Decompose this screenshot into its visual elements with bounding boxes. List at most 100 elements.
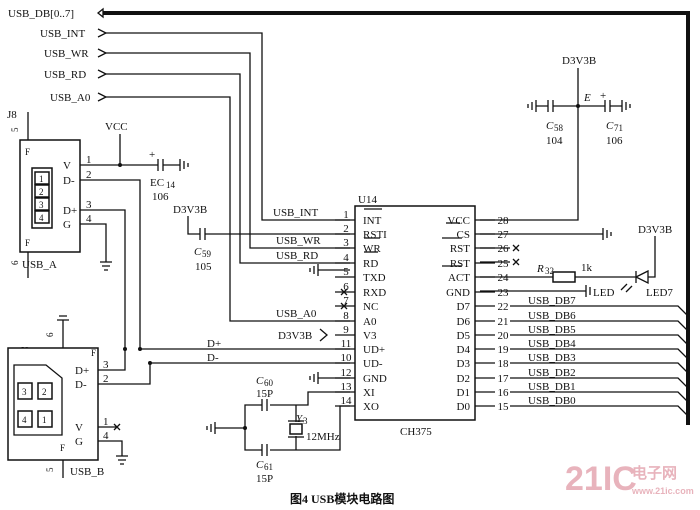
chip-left-pin-name: A0 [363, 316, 377, 328]
vcc-wire [480, 68, 579, 221]
chip-right-pin-number: 23 [498, 287, 510, 299]
chip-right-pin-name: D2 [457, 373, 470, 385]
svg-text:+: + [149, 149, 155, 161]
j9-pin-number: 4 [103, 430, 109, 442]
chip-right-pin-number: 19 [498, 344, 510, 356]
chip-left-pin-number: 1 [343, 209, 349, 221]
j9-slot [37, 410, 53, 428]
led-gnd-icon [480, 285, 591, 297]
svg-text:F: F [25, 147, 30, 157]
crystal-y3 [289, 423, 303, 435]
j8-slot [34, 197, 50, 211]
rxd-nc-icon [340, 288, 348, 296]
svg-text:6: 6 [45, 332, 55, 337]
data-bus-lines: USB_DB7USB_DB6USB_DB5USB_DB4USB_DB3USB_D… [510, 295, 689, 417]
c59-value: 105 [195, 261, 212, 273]
chip-right-pin-name: D0 [457, 401, 471, 413]
j9-top-ground-icon [57, 315, 69, 348]
j8-slot-number: 1 [39, 174, 44, 184]
d3v3b-pin9-port-icon [319, 328, 328, 342]
j8-slot [34, 171, 50, 185]
chip-right-pin-number: 26 [498, 243, 510, 255]
usb-int-label: USB_INT [40, 28, 86, 40]
data-bus-net-label: USB_DB0 [528, 395, 576, 407]
xo-wire [296, 405, 350, 451]
svg-text:C: C [606, 120, 614, 132]
svg-text:+: + [600, 90, 606, 102]
c71-capacitor [578, 100, 631, 112]
chip-right-pin-name: ACT [448, 272, 470, 284]
usb-wr-label: USB_WR [44, 48, 89, 60]
cs-ground-icon [480, 228, 612, 240]
chip-body [354, 205, 476, 421]
data-bus-wire [510, 320, 689, 332]
svg-text:E: E [583, 92, 591, 104]
watermark-logo: 21IC [565, 460, 637, 498]
j9-ground-icon [98, 440, 128, 465]
usb-db-bus-label: USB_DB[0..7] [8, 8, 74, 20]
usb-a0-label: USB_A0 [50, 92, 91, 104]
svg-text:32: 32 [545, 266, 554, 276]
dplus-net-label: D+ [207, 338, 221, 350]
chip-right-pins: 28VCC27CS26RST25RST24ACT23GND22D721D620D… [446, 215, 509, 413]
chip-left-pin-number: 6 [343, 281, 349, 293]
chip-left-pin-number: 13 [341, 381, 353, 393]
j9-pin-number: 1 [103, 416, 109, 428]
net-usb-rd: USB_RD [276, 250, 318, 262]
chip-left-pin-number: 3 [343, 237, 349, 249]
usb-wr-port-icon [97, 48, 108, 58]
chip-ref: U14 [358, 194, 377, 206]
chip-left-pin-name: WR [363, 243, 381, 255]
usb-wr-wire [106, 52, 350, 249]
chip-right-pin-number: 24 [498, 272, 510, 284]
j9-slot-number: 4 [22, 415, 27, 425]
chip-left-pin-name: RXD [363, 287, 386, 299]
svg-text:71: 71 [614, 123, 623, 133]
j9-slot-number: 1 [42, 415, 47, 425]
chip-right-pin-name: CS [457, 229, 470, 241]
chip-left-pin-name: UD+ [363, 344, 385, 356]
chip-left-pin-number: 4 [343, 252, 349, 264]
chip-left-pin-name: INT [363, 215, 382, 227]
usb-db-port-icon [96, 7, 104, 19]
data-bus-net-label: USB_DB6 [528, 310, 576, 322]
c60-value: 15P [256, 388, 273, 400]
data-bus-wire [510, 305, 689, 317]
svg-text:60: 60 [264, 378, 274, 388]
chip-right-pin-name: D6 [457, 316, 471, 328]
j8-slot-number: 4 [39, 213, 44, 223]
chip-left-pin-number: 14 [341, 395, 353, 407]
crystal-section: Y 3 12MHz C 60 15P C 61 15P [206, 375, 350, 485]
r32-resistor [552, 271, 576, 283]
j8-name: USB_A [22, 259, 57, 271]
svg-text:61: 61 [264, 462, 273, 472]
j9-slot [37, 382, 53, 400]
led7-diode-icon [634, 269, 649, 285]
usb-a0-port-icon [97, 92, 108, 102]
c59-capacitor: D3V3B C 59 105 [173, 204, 350, 273]
data-bus-wire [510, 377, 689, 389]
svg-text:5: 5 [10, 127, 20, 132]
chip-left-pin-number: 10 [341, 352, 353, 364]
j9-pin-label: D+ [75, 365, 89, 377]
chip-left-pin-number: 9 [343, 324, 349, 336]
svg-text:58: 58 [554, 123, 564, 133]
j9-pin-label: D- [75, 379, 87, 391]
c61-value: 15P [256, 473, 273, 485]
svg-text:C: C [256, 375, 264, 387]
rst2-nc-icon [480, 258, 520, 266]
watermark-cn: 电子网 [632, 464, 677, 482]
gnd-pin12-icon [309, 372, 350, 384]
chip-left-pin-name: V3 [363, 330, 377, 342]
svg-text:R: R [536, 263, 544, 275]
j9-pin-label: V [75, 422, 83, 434]
data-bus-wire [510, 391, 689, 403]
j8-pin-number: 1 [86, 154, 92, 166]
j8-pin-label: D+ [63, 205, 77, 217]
chip-left-pin-number: 11 [341, 338, 352, 350]
chip-right-pin-name: GND [446, 287, 470, 299]
figure-caption: 图4 USB模块电路图 [290, 491, 394, 506]
